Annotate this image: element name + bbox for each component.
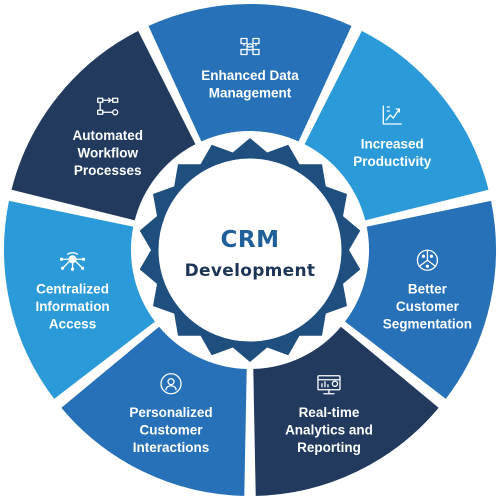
segment-label-line: Increased <box>361 137 424 152</box>
segment-label-line: Workflow <box>77 145 138 160</box>
segment-wedge <box>301 28 491 223</box>
segment-wedge <box>342 198 498 402</box>
customer-segments-icon <box>416 249 439 271</box>
workflow-icon <box>97 97 119 116</box>
segment-label-line: Real-time <box>299 405 360 420</box>
segment-label-line: Customer <box>396 299 460 314</box>
segment-label-line: Personalized <box>129 405 212 420</box>
growth-chart-icon <box>382 105 402 125</box>
segment-label-line: Reporting <box>297 440 361 455</box>
hub: CRM Development <box>139 138 361 362</box>
segment-wedge <box>251 323 442 498</box>
network-hub-icon <box>59 252 86 271</box>
segment-label-line: Management <box>209 86 292 101</box>
segment-wedge <box>2 198 158 402</box>
segment-label-line: Analytics and <box>285 423 373 438</box>
segment-label-line: Productivity <box>353 154 432 169</box>
segment-label-line: Access <box>49 317 96 332</box>
center-title: CRM <box>221 227 280 253</box>
data-management-icon <box>240 37 260 56</box>
center-subtitle: Development <box>185 261 316 281</box>
segment-wedge <box>9 28 199 223</box>
segment-label-line: Enhanced Data <box>201 68 299 83</box>
segment-label-line: Information <box>35 299 109 314</box>
segment-label-line: Customer <box>140 423 204 438</box>
segment-label-line: Segmentation <box>383 317 472 332</box>
segment-label-line: Automated <box>72 128 143 143</box>
segment-label-line: Interactions <box>133 440 210 455</box>
analytics-dashboard-icon <box>317 375 341 395</box>
segment-wedge <box>145 2 355 145</box>
segment-label-line: Better <box>408 282 448 297</box>
hub-circle <box>155 155 345 345</box>
personal-user-icon <box>160 373 182 395</box>
segment-label-line: Processes <box>74 163 142 178</box>
segment-wedge <box>58 323 249 498</box>
segment-label-line: Centralized <box>36 282 109 297</box>
